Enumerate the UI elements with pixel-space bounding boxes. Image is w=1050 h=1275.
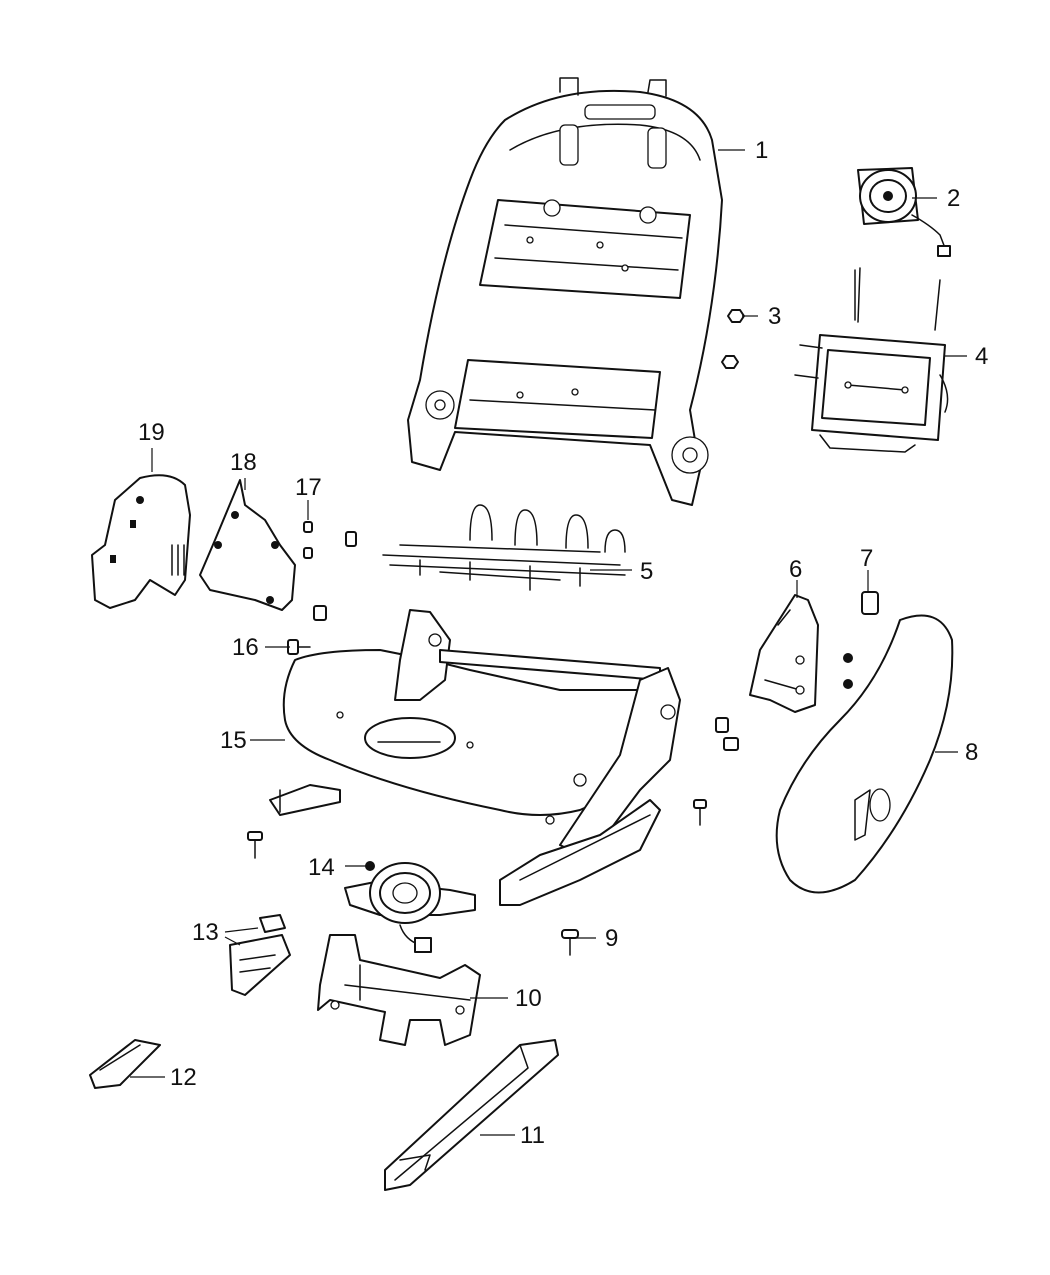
callout-10: 10 [515,985,542,1012]
callout-4: 4 [975,343,988,370]
part-2-round-motor [857,167,951,257]
part-1-seat-back-frame [407,77,723,506]
part-17-fastener [303,521,357,559]
callout-labels: 1 2 3 4 5 6 7 8 9 10 11 12 13 14 15 16 1… [138,137,988,1149]
callout-11: 11 [520,1122,545,1149]
part-9-bolt [561,929,579,956]
part-18-trim-shield [199,479,296,611]
callout-17: 17 [295,474,322,501]
callout-6: 6 [789,556,802,583]
callout-5: 5 [640,558,653,585]
part-4-lumbar-module [794,267,949,453]
part-15-seat-pan [269,609,681,906]
callout-19: 19 [138,419,165,446]
part-3-nut [721,309,745,369]
callout-15: 15 [220,727,247,754]
callout-8: 8 [965,739,978,766]
part-12-end-cap [89,1039,161,1089]
part-7-clip [843,591,879,689]
part-14-recliner [344,861,476,953]
part-8-side-shield [775,614,954,894]
callout-18: 18 [230,449,257,476]
part-5-spring-assembly [382,504,626,591]
callout-13: 13 [192,919,219,946]
part-16-bolt [247,605,739,859]
callout-7: 7 [860,545,873,572]
callout-3: 3 [768,303,781,330]
callout-12: 12 [170,1064,197,1091]
part-13-cover [229,914,291,996]
part-11-rail-cover [384,1039,559,1191]
callout-14: 14 [308,854,335,881]
callout-16: 16 [232,634,259,661]
callout-1: 1 [755,137,768,164]
part-6-bracket [749,594,819,713]
leader-lines [130,149,967,1136]
callout-2: 2 [947,185,960,212]
part-19-side-panel [91,474,191,609]
callout-9: 9 [605,925,618,952]
part-10-lower-bracket [317,934,481,1046]
